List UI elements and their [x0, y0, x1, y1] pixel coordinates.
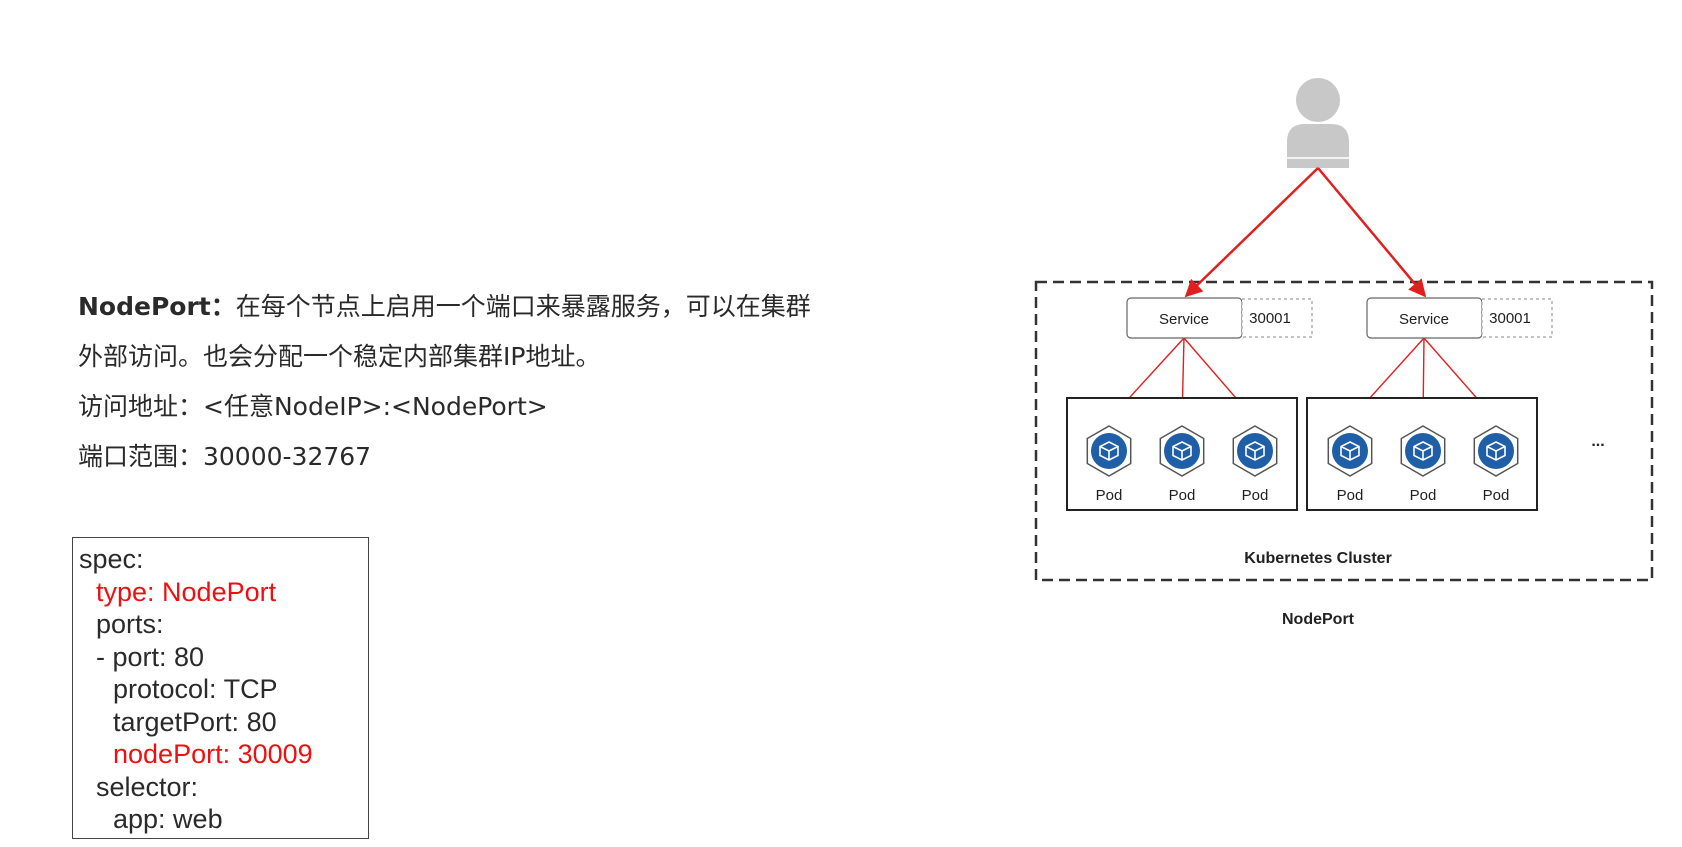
- cluster-label: Kubernetes Cluster: [1244, 550, 1392, 567]
- pod-icon: [1473, 425, 1519, 477]
- yaml-line: app: web: [113, 804, 223, 834]
- pod-label: Pod: [1337, 487, 1364, 504]
- yaml-line: ports:: [96, 609, 164, 639]
- service-group-right: Service 30001: [1366, 297, 1553, 339]
- yaml-line: protocol: TCP: [113, 674, 278, 704]
- pod-label: Pod: [1096, 487, 1123, 504]
- yaml-line: spec:: [79, 544, 144, 574]
- pods: Pod Pod Pod Pod Pod Pod: [1086, 425, 1519, 504]
- pod-label: Pod: [1242, 487, 1269, 504]
- pod-icon: [1400, 425, 1446, 477]
- yaml-line: - port: 80: [96, 641, 205, 672]
- definition-text-1: 在每个节点上启用一个端口来暴露服务，可以在集群: [235, 292, 811, 321]
- term-nodeport: NodePort：: [78, 292, 236, 321]
- pod-icon: [1232, 425, 1278, 477]
- service-group-left: Service 30001: [1126, 297, 1313, 339]
- nodeport-box-right: [1481, 298, 1553, 338]
- pod-icon: [1159, 425, 1205, 477]
- user-icon: [1287, 78, 1349, 168]
- nodeport-value-left: 30001: [1249, 310, 1291, 327]
- service-label-right: Service: [1399, 311, 1449, 328]
- yaml-line: type: NodePort: [96, 576, 277, 607]
- port-range: 端口范围：30000-32767: [78, 442, 372, 471]
- kubernetes-cluster-boundary: [1034, 280, 1654, 582]
- definition-line-2: 外部访问。也会分配一个稳定内部集群IP地址。: [78, 342, 601, 371]
- pod-label: Pod: [1410, 487, 1437, 504]
- arrow-user-to-service-left: [1184, 167, 1319, 298]
- arrow-user-to-service-right: [1317, 167, 1427, 298]
- pod-label: Pod: [1483, 487, 1510, 504]
- nodeport-box-left: [1241, 298, 1313, 338]
- definition-line-1: NodePort：在每个节点上启用一个端口来暴露服务，可以在集群: [78, 282, 878, 332]
- connection-arrows: [1108, 167, 1497, 421]
- yaml-line: nodePort: 30009: [113, 739, 313, 769]
- access-address: 访问地址：<任意NodeIP>:<NodePort>: [78, 392, 548, 421]
- more-nodes-ellipsis: ...: [1591, 433, 1604, 450]
- pod-icon: [1327, 425, 1373, 477]
- nodeport-value-right: 30001: [1489, 310, 1531, 327]
- description: NodePort：在每个节点上启用一个端口来暴露服务，可以在集群 外部访问。也会…: [78, 282, 878, 482]
- pod-icon: [1086, 425, 1132, 477]
- yaml-line: targetPort: 80: [113, 706, 277, 737]
- service-label-left: Service: [1159, 311, 1209, 328]
- diagram-caption: NodePort: [1282, 611, 1355, 628]
- yaml-line: selector:: [96, 771, 199, 802]
- pod-label: Pod: [1169, 487, 1196, 504]
